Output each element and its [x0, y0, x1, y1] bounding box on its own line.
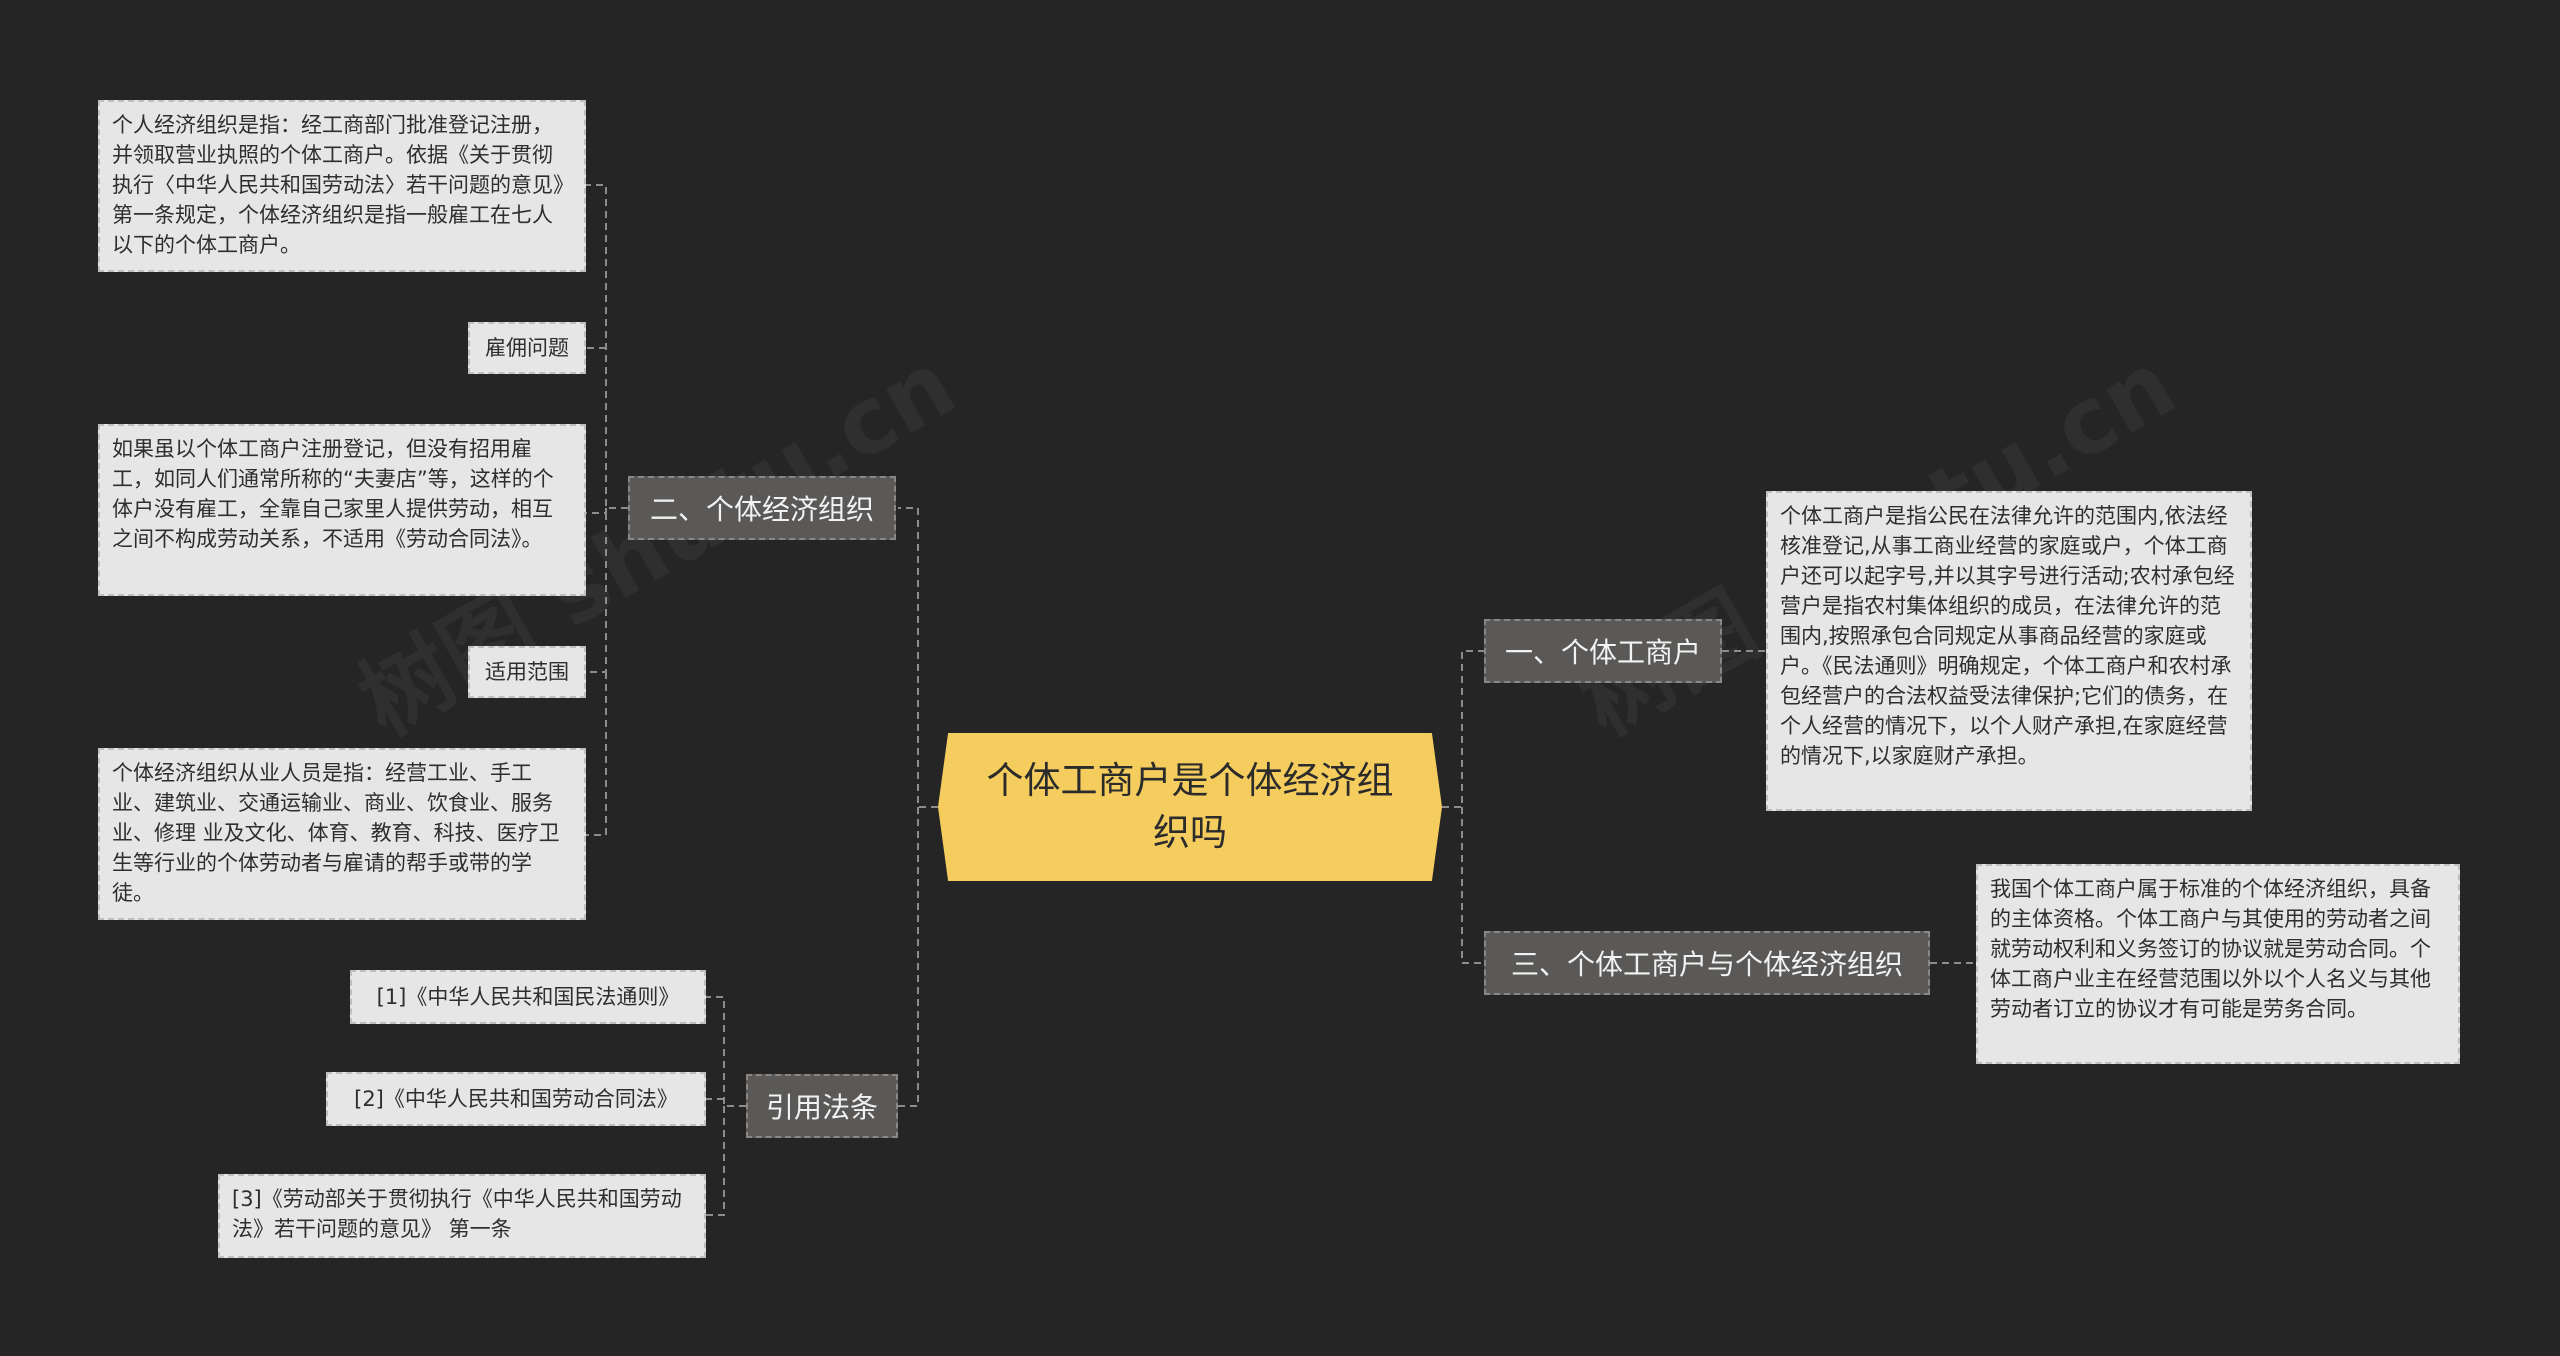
branch-individual-business[interactable]: 一、个体工商户: [1484, 619, 1722, 683]
leaf-text: 适用范围: [485, 660, 569, 684]
connector-law: [706, 996, 746, 1107]
connector-law-3: [706, 1106, 725, 1216]
leaf-text: [1]《中华人民共和国民法通则》: [376, 985, 680, 1009]
leaf-text: 个体经济组织从业人员是指：经营工业、手工业、建筑业、交通运输业、商业、饮食业、服…: [112, 761, 560, 905]
leaf-text: 我国个体工商户属于标准的个体经济组织，具备的主体资格。个体工商户与其使用的劳动者…: [1990, 877, 2431, 1021]
connector-b2: [586, 184, 628, 509]
connector-root-b3: [1461, 807, 1484, 964]
branch-label: 二、个体经济组织: [649, 493, 874, 526]
branch-individual-economic-org[interactable]: 二、个体经济组织: [628, 476, 896, 540]
leaf-individual-business-def[interactable]: 个体工商户是指公民在法律允许的范围内,依法经核准登记,从事工商业经营的家庭或户，…: [1766, 491, 2252, 811]
leaf-relationship-def[interactable]: 我国个体工商户属于标准的个体经济组织，具备的主体资格。个体工商户与其使用的劳动者…: [1976, 864, 2460, 1064]
leaf-text: [3]《劳动部关于贯彻执行《中华人民共和国劳动法》若干问题的意见》 第一条: [232, 1187, 682, 1241]
leaf-no-employees[interactable]: 如果虽以个体工商户注册登记，但没有招用雇工，如同人们通常所称的“夫妻店”等，这样…: [98, 424, 586, 596]
branch-label: 一、个体工商户: [1504, 636, 1701, 669]
leaf-text: 个人经济组织是指：经工商部门批准登记注册，并领取营业执照的个体工商户。依据《关于…: [112, 113, 564, 257]
connector-root-right: [1442, 650, 1484, 808]
leaf-scope[interactable]: 适用范围: [468, 646, 586, 698]
leaf-employment-issue[interactable]: 雇佣问题: [468, 322, 586, 374]
connector-root-left: [898, 507, 938, 808]
leaf-text: 雇佣问题: [485, 336, 569, 360]
connector-b2-3: [586, 508, 607, 514]
branch-label: 三、个体工商户与个体经济组织: [1510, 948, 1903, 981]
leaf-law-1[interactable]: [1]《中华人民共和国民法通则》: [350, 970, 706, 1024]
leaf-text: [2]《中华人民共和国劳动合同法》: [354, 1087, 678, 1111]
root-topic[interactable]: 个体工商户是个体经济组织吗: [938, 733, 1442, 881]
branch-cited-laws[interactable]: 引用法条: [746, 1074, 898, 1138]
leaf-law-2[interactable]: [2]《中华人民共和国劳动合同法》: [326, 1072, 706, 1126]
branch-label: 引用法条: [765, 1091, 878, 1124]
connector-root-law: [898, 807, 919, 1107]
leaf-text: 个体工商户是指公民在法律允许的范围内,依法经核准登记,从事工商业经营的家庭或户，…: [1780, 504, 2235, 768]
leaf-law-3[interactable]: [3]《劳动部关于贯彻执行《中华人民共和国劳动法》若干问题的意见》 第一条: [218, 1174, 706, 1258]
connector-b2-5: [586, 672, 607, 836]
connector-b2-4: [586, 513, 607, 673]
leaf-text: 如果虽以个体工商户注册登记，但没有招用雇工，如同人们通常所称的“夫妻店”等，这样…: [112, 437, 554, 551]
leaf-practitioners[interactable]: 个体经济组织从业人员是指：经营工业、手工业、建筑业、交通运输业、商业、饮食业、服…: [98, 748, 586, 920]
root-title: 个体工商户是个体经济组织吗: [986, 759, 1394, 854]
leaf-definition[interactable]: 个人经济组织是指：经工商部门批准登记注册，并领取营业执照的个体工商户。依据《关于…: [98, 100, 586, 272]
branch-relationship[interactable]: 三、个体工商户与个体经济组织: [1484, 931, 1930, 995]
